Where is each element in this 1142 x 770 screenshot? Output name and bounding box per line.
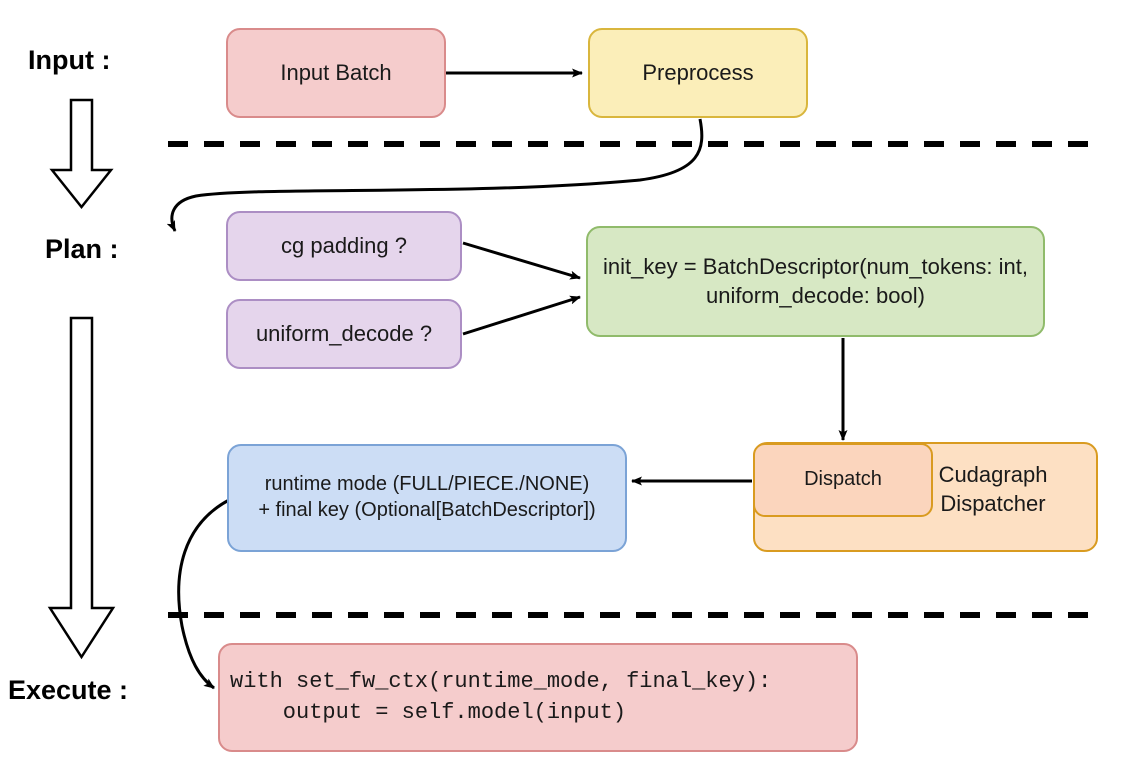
node-cg-padding[interactable]: cg padding ? xyxy=(226,211,462,281)
node-preprocess[interactable]: Preprocess xyxy=(588,28,808,118)
node-dispatch-label: Dispatch xyxy=(804,468,882,491)
node-input-batch-label: Input Batch xyxy=(280,59,392,85)
plan-to-execute-flow-arrow xyxy=(47,316,116,660)
node-runtime-mode-line1: runtime mode (FULL/PIECE./NONE) xyxy=(264,473,590,496)
input-to-plan-flow-arrow xyxy=(49,98,114,210)
uniform-decode-to-init-key-edge xyxy=(462,295,581,336)
node-init-key-line2: uniform_decode: bool) xyxy=(706,282,925,308)
node-runtime-mode[interactable]: runtime mode (FULL/PIECE./NONE) + final … xyxy=(227,444,627,552)
stage-label-execute: Execute : xyxy=(8,675,129,705)
node-cudagraph-dispatcher-text: Cudagraph Dispatcher xyxy=(904,460,1082,518)
node-runtime-mode-line2: + final key (Optional[BatchDescriptor]) xyxy=(258,499,596,521)
node-preprocess-label: Preprocess xyxy=(642,59,754,85)
node-init-key-text: init_key = BatchDescriptor(num_tokens: i… xyxy=(603,253,1028,309)
node-execute-code-line1: with set_fw_ctx(runtime_mode, final_key)… xyxy=(230,669,772,695)
node-dispatch[interactable]: Dispatch xyxy=(753,443,933,517)
node-cudagraph-dispatcher-line1: Cudagraph xyxy=(938,462,1048,487)
stage-label-input: Input : xyxy=(28,45,111,75)
node-input-batch[interactable]: Input Batch xyxy=(226,28,446,118)
node-cg-padding-label: cg padding ? xyxy=(281,232,407,258)
node-execute-code-line2: output = self.model(input) xyxy=(230,699,627,725)
node-init-key-line1: init_key = BatchDescriptor(num_tokens: i… xyxy=(603,254,1028,280)
node-uniform-decode[interactable]: uniform_decode ? xyxy=(226,299,462,369)
node-cudagraph-dispatcher-line2: Dispatcher xyxy=(940,491,1046,517)
node-uniform-decode-label: uniform_decode ? xyxy=(255,320,433,346)
node-init-key[interactable]: init_key = BatchDescriptor(num_tokens: i… xyxy=(586,226,1045,337)
cg-padding-to-init-key-edge xyxy=(462,241,581,280)
node-runtime-mode-text: runtime mode (FULL/PIECE./NONE) + final … xyxy=(258,472,595,523)
node-execute-code[interactable]: with set_fw_ctx(runtime_mode, final_key)… xyxy=(218,643,858,752)
node-execute-code-text: with set_fw_ctx(runtime_mode, final_key)… xyxy=(230,667,771,728)
stage-label-plan: Plan : xyxy=(45,234,119,264)
